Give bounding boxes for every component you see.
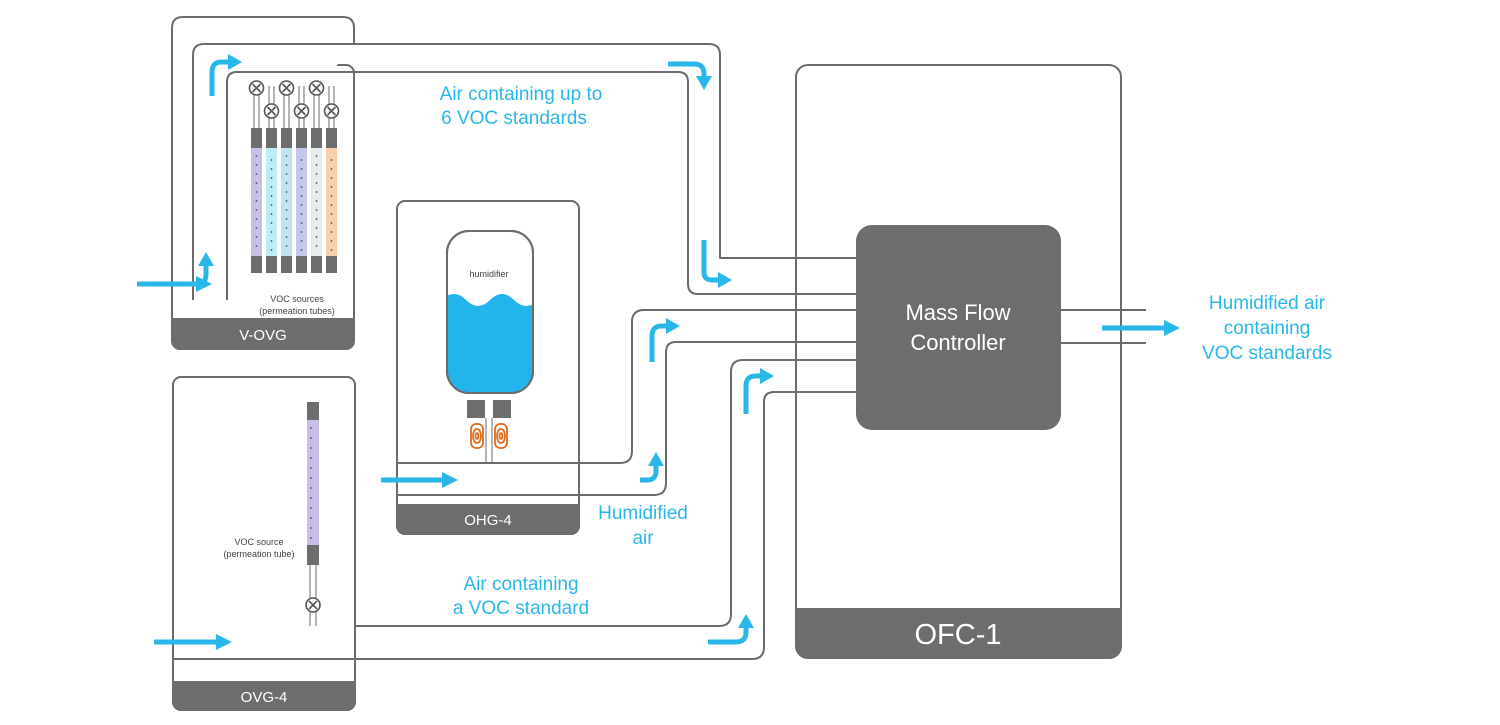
water-level: [447, 294, 533, 393]
v-ovg-footer: [172, 318, 354, 349]
voc6-pipe-inner: [226, 71, 858, 300]
arrow-turn-up-icon: [182, 252, 214, 287]
arrow-turn-down-icon: [701, 240, 732, 288]
v-ovg-sources-label-line1: VOC sources: [270, 294, 324, 304]
flow-arrows: [137, 54, 1180, 650]
mass-flow-controller: Mass Flow Controller: [856, 225, 1061, 430]
arrow-turn-down-icon: [668, 61, 712, 90]
v-ovg-bypass-pipe: [171, 16, 355, 270]
v-ovg-sources-label-line2: (permeation tubes): [259, 306, 335, 316]
arrow-turn-up-icon: [209, 54, 242, 96]
valve-icon: [263, 103, 280, 119]
mfc-label-line2: Controller: [910, 330, 1005, 355]
valve-icon: [323, 103, 340, 119]
ovg-source-label-line1: VOC source: [234, 537, 283, 547]
valve-icon: [305, 597, 321, 613]
valve-icon: [278, 80, 295, 96]
voc6-pipe-outer: [192, 43, 858, 300]
humidifier-label: humidifier: [469, 269, 508, 279]
humid-label-line1: Humidified: [598, 503, 688, 524]
ofc-1-footer: [796, 608, 1121, 658]
voc1-label-line1: Air containing: [463, 574, 578, 595]
pipes: [171, 16, 1146, 660]
humid-label-line2: air: [632, 528, 654, 549]
arrow-right-icon: [1102, 320, 1180, 336]
arrow-right-icon: [381, 472, 458, 488]
voc6-label-line1: Air containing up to: [440, 84, 603, 105]
voc1-pipe-inner: [173, 391, 858, 660]
v-ovg-label: V-OVG: [239, 327, 287, 344]
valve-icon: [248, 80, 265, 96]
ohg-4-footer: [397, 504, 579, 534]
humidifier-vessel: humidifier: [446, 230, 534, 463]
ovg-4-footer: [173, 681, 355, 710]
voc1-pipe-outer: [355, 359, 858, 627]
output-label-line3: VOC standards: [1202, 343, 1332, 364]
arrow-right-icon: [154, 634, 232, 650]
ofc-1-label: OFC-1: [915, 619, 1002, 651]
humid-pipe-outer: [397, 309, 858, 464]
ohg-4-label: OHG-4: [464, 512, 512, 529]
ovg-4-label: OVG-4: [241, 689, 288, 706]
flow-labels: Air containing up to 6 VOC standards Hum…: [440, 84, 1332, 619]
output-label-line1: Humidified air: [1209, 293, 1326, 314]
voc6-label-line2: 6 VOC standards: [441, 108, 587, 129]
output-label-line2: containing: [1224, 318, 1311, 339]
valve-icon: [308, 80, 325, 96]
ovg-4-permeation-tube: VOC source (permeation tube): [223, 402, 321, 626]
arrow-turn-up-icon: [708, 614, 754, 645]
arrow-turn-up-icon: [640, 452, 664, 483]
arrow-turn-up-icon: [743, 368, 774, 414]
ovg-source-label-line2: (permeation tube): [223, 549, 294, 559]
v-ovg-permeation-tubes: VOC sources (permeation tubes): [248, 80, 340, 316]
arrow-turn-up-icon: [649, 318, 680, 362]
mfc-label-line1: Mass Flow: [905, 300, 1010, 325]
humid-pipe-inner: [397, 341, 858, 496]
valve-icon: [293, 103, 310, 119]
heater-coil-icon: [470, 423, 508, 449]
voc1-label-line2: a VOC standard: [453, 598, 589, 619]
